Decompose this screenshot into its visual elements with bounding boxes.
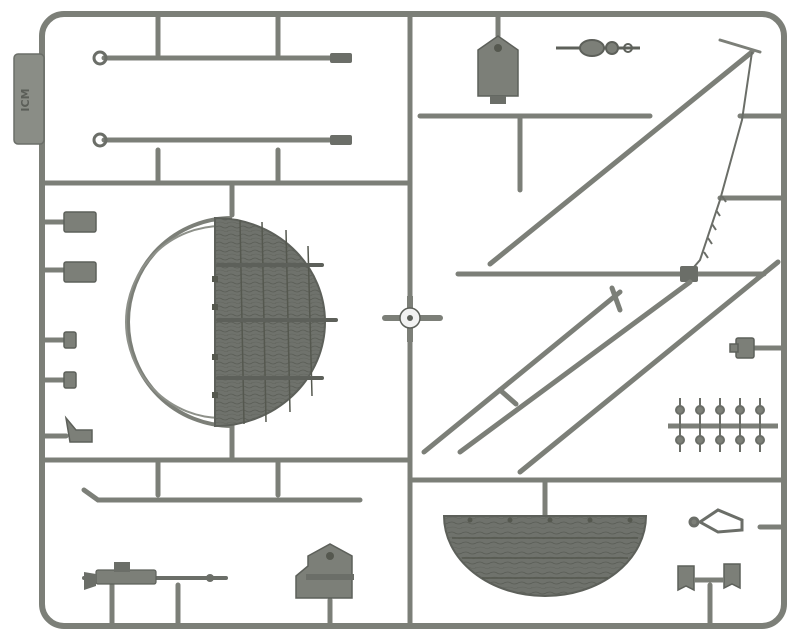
small-block-parts <box>63 211 97 283</box>
hanging-chain <box>687 51 753 275</box>
half-round-hatch <box>442 515 648 597</box>
round-hatch-lid <box>212 216 338 428</box>
hinge-bracket-parts <box>63 331 93 443</box>
pulley-block <box>556 39 640 57</box>
hanging-bracket <box>477 35 519 104</box>
clamp-part <box>688 508 744 534</box>
gate-hub <box>382 296 443 342</box>
horizontal-spar <box>455 266 767 282</box>
rod-with-eyelet-upper <box>92 50 352 66</box>
small-chair-parts <box>677 563 741 592</box>
comb-rack-parts <box>668 398 778 452</box>
rod-with-eyelet-lower <box>92 132 352 148</box>
mounting-plate <box>295 543 354 599</box>
outer-runner <box>39 11 787 629</box>
bent-rod <box>81 487 363 503</box>
diagonal-poles <box>421 259 781 475</box>
open-ring-frame <box>125 216 233 428</box>
diagonal-boom <box>487 38 762 267</box>
logo-text: ICM <box>19 88 32 111</box>
valve-handle <box>729 337 755 359</box>
inner-runners <box>39 11 787 629</box>
machine-gun <box>82 562 228 590</box>
logo-tab: ICM <box>13 53 45 145</box>
